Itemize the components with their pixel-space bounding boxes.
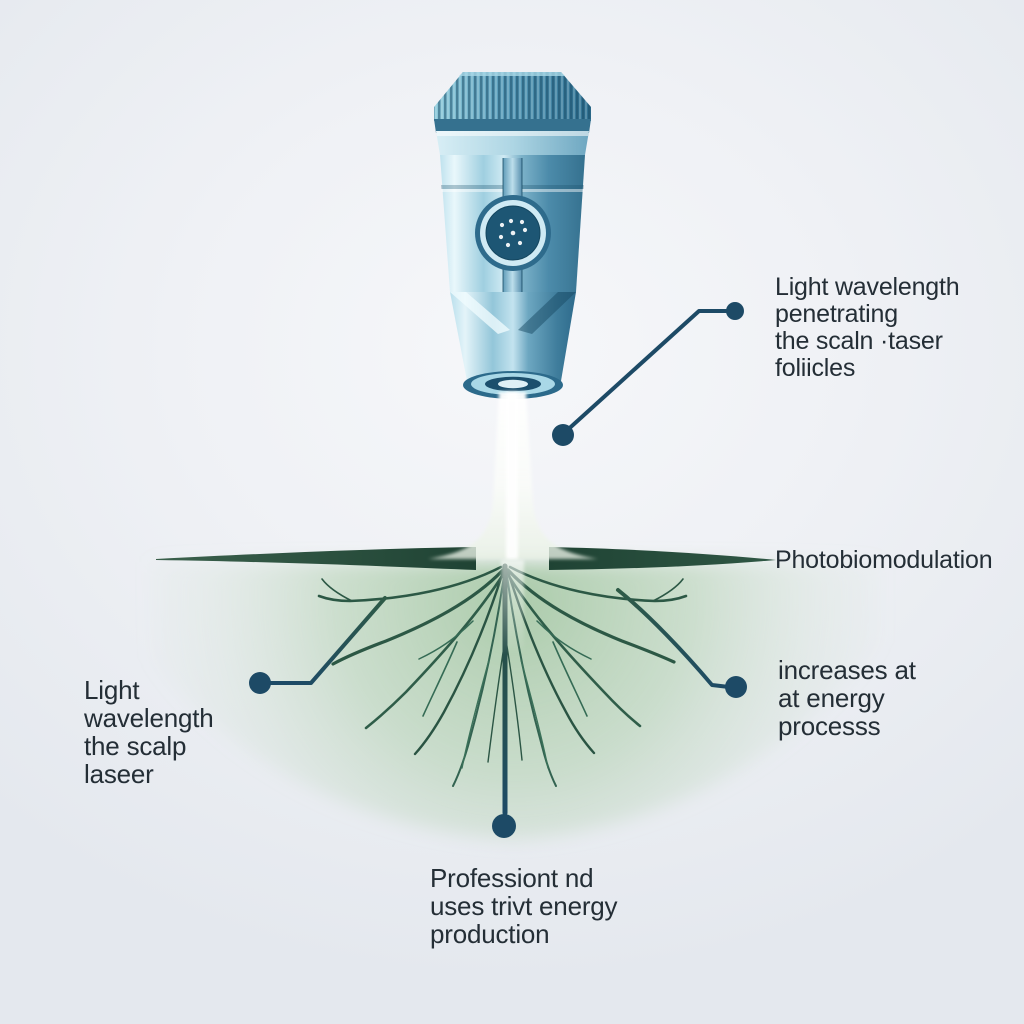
production-callout-label: Professiont nd uses trivt energy product… <box>430 863 618 949</box>
scalp-surface-line <box>156 547 776 570</box>
device-button <box>475 195 551 271</box>
label-line: Photobiomodulation <box>775 546 993 574</box>
label-line: uses trivt energy <box>430 891 618 921</box>
label-line: Professiont nd <box>430 863 594 893</box>
label-line: Light wavelength <box>775 273 960 301</box>
connector-dot <box>725 676 747 698</box>
label-line: foliicles <box>775 354 856 382</box>
connector-dot <box>552 424 574 446</box>
device-bevel-band <box>436 131 589 155</box>
light-beam <box>428 392 598 652</box>
connector-dot <box>726 302 744 320</box>
photobiomodulation-label: Photobiomodulation <box>775 546 993 574</box>
label-line: production <box>430 919 550 949</box>
label-line: Light <box>84 675 140 705</box>
beam-underground-glow <box>501 560 524 652</box>
label-line: increases at <box>778 655 916 685</box>
beam-callout-connector <box>552 302 744 446</box>
device-nozzle <box>463 371 563 399</box>
laser-handpiece-icon <box>434 72 591 399</box>
connector-dot <box>492 814 516 838</box>
device-cap-rim <box>434 119 591 133</box>
energy-callout-connector <box>616 588 747 698</box>
label-line: processs <box>778 711 881 741</box>
scalp-callout-connector <box>249 596 387 694</box>
label-line: at energy <box>778 683 885 713</box>
follicle-roots <box>317 563 688 816</box>
scalp-callout-label: Light wavelength the scalp laseer <box>84 676 214 788</box>
callout-connectors <box>249 302 747 838</box>
label-line: penetrating <box>775 300 898 328</box>
label-line: the scaln ·taser <box>775 327 943 355</box>
label-line: laseer <box>84 759 154 789</box>
label-line: wavelength <box>84 703 214 733</box>
label-line: the scalp <box>84 731 187 761</box>
energy-callout-label: increases at at energy processs <box>778 656 916 740</box>
production-callout-connector <box>492 814 516 838</box>
button-dot-grid <box>498 218 528 248</box>
connector-dot <box>249 672 271 694</box>
beam-callout-label: Light wavelength penetrating the scaln ·… <box>775 273 960 382</box>
